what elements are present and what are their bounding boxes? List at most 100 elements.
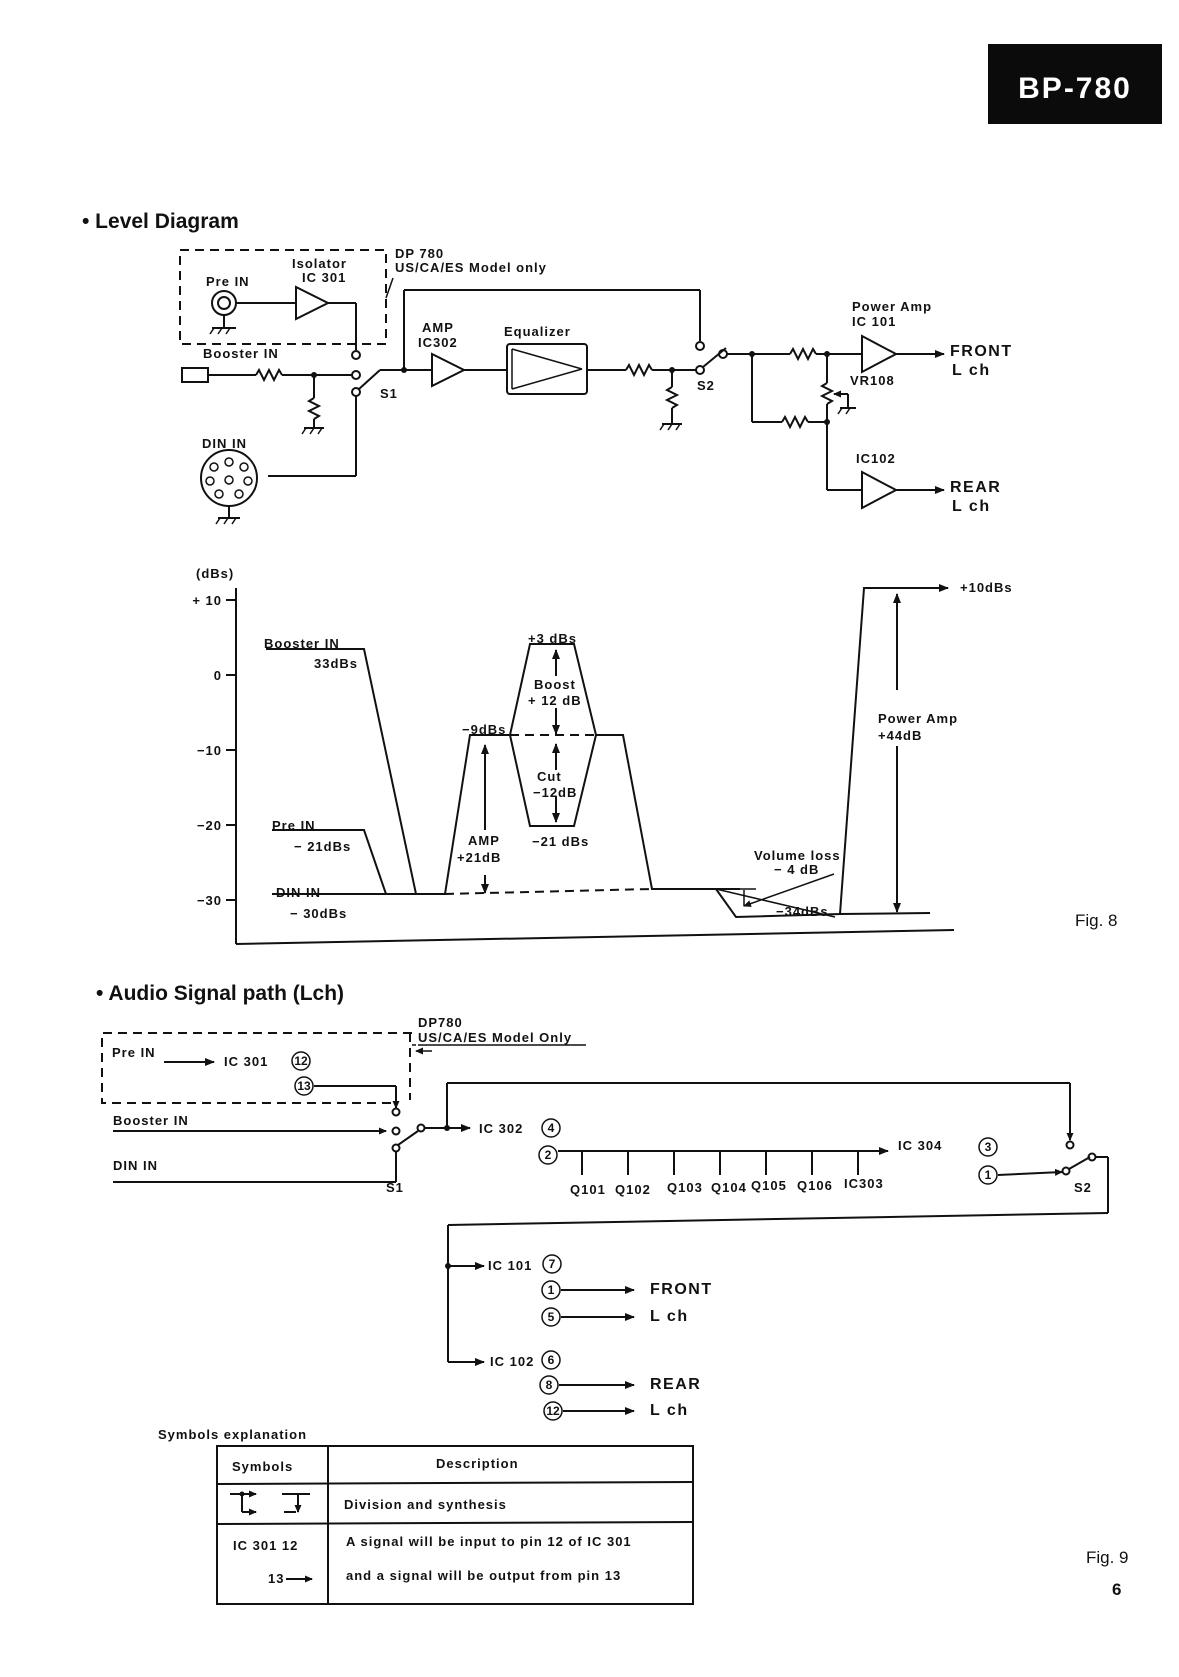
col-symbols-header: Symbols (232, 1459, 293, 1474)
signal-ic301-label: IC 301 (224, 1054, 268, 1069)
tick-0: 0 (214, 668, 222, 683)
fig9-label: Fig. 9 (1086, 1548, 1129, 1567)
front-label: FRONT (950, 343, 1013, 360)
ic301-label: IC 301 (302, 270, 346, 285)
boost-value: + 12 dB (528, 693, 582, 708)
signal-s1-switch-arm (397, 1130, 419, 1146)
plus3-label: +3 dBs (528, 631, 577, 646)
minus21-label: −21 dBs (532, 834, 589, 849)
col-description-header: Description (436, 1456, 519, 1471)
row2-symbol-line1: IC 301 12 (233, 1538, 298, 1553)
ic101-amp-icon (861, 334, 899, 374)
boost-label: Boost (534, 677, 576, 692)
model-note-line2: US/CA/ES Model only (395, 260, 547, 275)
amp-gain-value: +21dB (457, 850, 501, 865)
cut-value: −12dB (533, 785, 577, 800)
model-note-line1: DP 780 (395, 246, 444, 261)
signal-front-lch-label: L ch (650, 1308, 689, 1325)
ic102-amp-icon (861, 470, 899, 510)
signal-path-heading: • Audio Signal path (Lch) (96, 982, 344, 1005)
q105-label: Q105 (751, 1178, 787, 1193)
level-diagram-heading: • Level Diagram (82, 210, 239, 233)
booster-level-label: 33dBs (314, 656, 358, 671)
equalizer-label: Equalizer (504, 324, 571, 339)
volume-loss-label: Volume loss (754, 848, 841, 863)
tick-minus30: −30 (197, 893, 222, 908)
cut-label: Cut (537, 769, 562, 784)
row1-description: Division and synthesis (344, 1497, 507, 1512)
pin-7-icon: 7 (549, 1257, 556, 1271)
row2-description-line2: and a signal will be output from pin 13 (346, 1568, 621, 1583)
din-in-graph-label: DIN IN (276, 885, 321, 900)
vr108-label: VR108 (850, 373, 895, 388)
pin-13-icon: 13 (297, 1079, 311, 1093)
pin-6-icon: 6 (548, 1353, 555, 1367)
signal-model-note-1: DP780 (418, 1015, 463, 1030)
pin-8-icon: 8 (546, 1378, 553, 1392)
signal-pre-in-label: Pre IN (112, 1045, 156, 1060)
signal-s2-switch-arm (1068, 1156, 1091, 1170)
pin-1b-icon: 1 (548, 1283, 555, 1297)
symbols-caption: Symbols explanation (158, 1427, 307, 1442)
pin-12-icon: 12 (294, 1054, 308, 1068)
signal-din-label: DIN IN (113, 1158, 158, 1173)
power-amp-label: Power Amp (852, 299, 932, 314)
power-amp-gain-value: +44dB (878, 728, 922, 743)
row2-description-line1: A signal will be input to pin 12 of IC 3… (346, 1534, 632, 1549)
signal-ic304-label: IC 304 (898, 1138, 942, 1153)
pre-in-jack-icon (211, 290, 237, 316)
pin-2-icon: 2 (545, 1148, 552, 1162)
main-level-trace (444, 643, 740, 895)
power-amp-gain-label: Power Amp (878, 711, 958, 726)
isolator-amp-icon (295, 285, 331, 321)
signal-ic101-label: IC 101 (488, 1258, 532, 1273)
division-synthesis-icon (230, 1490, 310, 1516)
ic101-label: IC 101 (852, 314, 896, 329)
row2-symbol-line2: 13 (268, 1571, 284, 1586)
model-badge: BP-780 (988, 44, 1162, 124)
level-schematic: DP 780 US/CA/ES Model only Isolator IC 3… (179, 246, 1013, 525)
signal-rear-label: REAR (650, 1376, 701, 1393)
graph-unit-label: (dBs) (196, 566, 234, 581)
pre-in-graph-label: Pre IN (272, 818, 316, 833)
signal-ic102-label: IC 102 (490, 1354, 534, 1369)
amp-label: AMP (422, 320, 454, 335)
booster-trace (266, 648, 417, 895)
ic102-label: IC102 (856, 451, 896, 466)
fig8-label: Fig. 8 (1075, 911, 1118, 930)
din-connector-icon (200, 449, 258, 525)
signal-front-label: FRONT (650, 1281, 713, 1298)
power-amp-trace (715, 587, 940, 919)
signal-model-only-box (101, 1032, 412, 1104)
s2-switch-arm (702, 347, 727, 368)
q101-label: Q101 (570, 1182, 606, 1197)
eq-transistor-taps (581, 1151, 859, 1175)
booster-in-graph-label: Booster IN (264, 636, 340, 651)
q103-label: Q103 (667, 1180, 703, 1195)
y-ticks: + 10 0 −10 −20 −30 (192, 593, 236, 908)
cut-trace (509, 734, 597, 827)
signal-booster-label: Booster IN (113, 1113, 189, 1128)
ic303-label: IC303 (844, 1176, 884, 1191)
q106-label: Q106 (797, 1178, 833, 1193)
isolator-label: Isolator (292, 256, 347, 271)
minus9-label: −9dBs (462, 722, 506, 737)
vr108-potentiometer (819, 382, 835, 405)
volume-loss-value: − 4 dB (774, 862, 819, 877)
pin-4-icon: 4 (548, 1121, 555, 1135)
booster-in-label: Booster IN (203, 346, 279, 361)
tick-plus10: + 10 (192, 593, 222, 608)
signal-s2-label: S2 (1074, 1180, 1092, 1195)
signal-s1-label: S1 (386, 1180, 404, 1195)
plus10-label: +10dBs (960, 580, 1013, 595)
signal-ic302-label: IC 302 (479, 1121, 523, 1136)
s1-label: S1 (380, 386, 398, 401)
front-lch-label: L ch (952, 362, 991, 379)
minus34-label: −34dBs (776, 904, 829, 919)
pin-1-icon: 1 (985, 1168, 992, 1182)
rear-lch-label: L ch (952, 498, 991, 515)
tick-minus20: −20 (197, 818, 222, 833)
model-badge-text: BP-780 (1018, 72, 1132, 105)
